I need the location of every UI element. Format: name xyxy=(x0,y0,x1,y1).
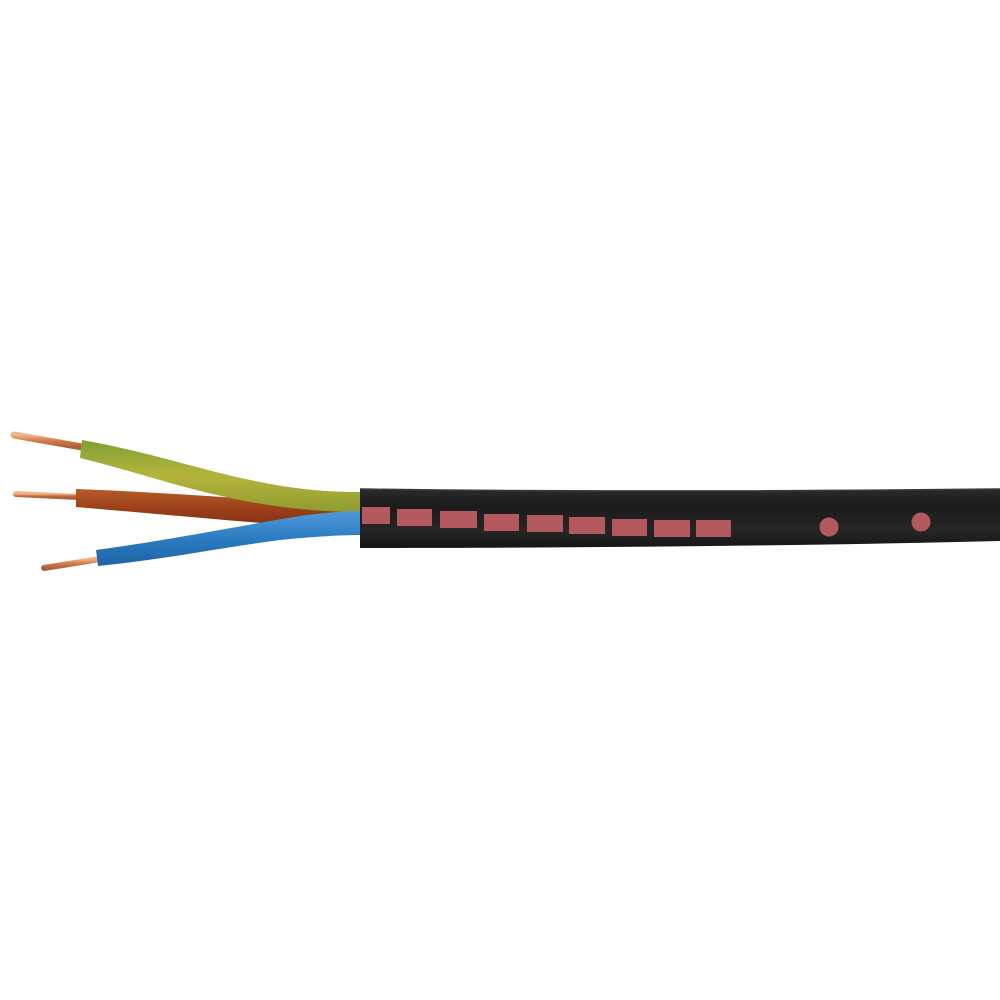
sheath-markings xyxy=(362,507,931,537)
copper-live xyxy=(13,491,81,500)
core-earth xyxy=(80,440,360,512)
marking-dot xyxy=(819,517,839,537)
marking-dot xyxy=(911,512,931,532)
copper-earth xyxy=(10,431,86,451)
cable-sheath xyxy=(360,489,1000,548)
copper-conductors xyxy=(10,431,103,571)
core-neutral xyxy=(96,511,360,566)
copper-neutral xyxy=(41,556,103,571)
